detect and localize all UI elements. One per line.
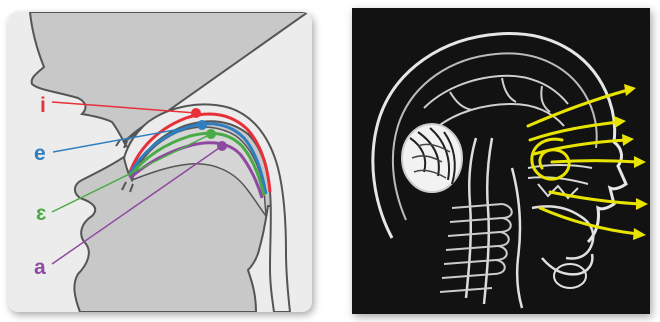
vowel-label-i: i bbox=[40, 94, 46, 117]
vowel-label-epsilon: ɛ bbox=[36, 202, 46, 225]
pointer-dot-a bbox=[217, 141, 227, 151]
head-airflow-diagram bbox=[352, 8, 650, 314]
vowel-tongue-diagram: i e ɛ a bbox=[8, 12, 312, 312]
vowel-label-a: a bbox=[34, 256, 46, 279]
cerebellum bbox=[402, 124, 462, 192]
airflow-arrow-4 bbox=[552, 161, 638, 163]
pointer-dot-e bbox=[197, 120, 207, 130]
head-airflow-svg bbox=[352, 8, 650, 314]
vowel-label-e: e bbox=[34, 142, 46, 165]
pointer-dot-epsilon bbox=[206, 129, 216, 139]
vowel-tongue-svg: i e ɛ a bbox=[8, 12, 312, 312]
pointer-dot-i bbox=[191, 108, 201, 118]
